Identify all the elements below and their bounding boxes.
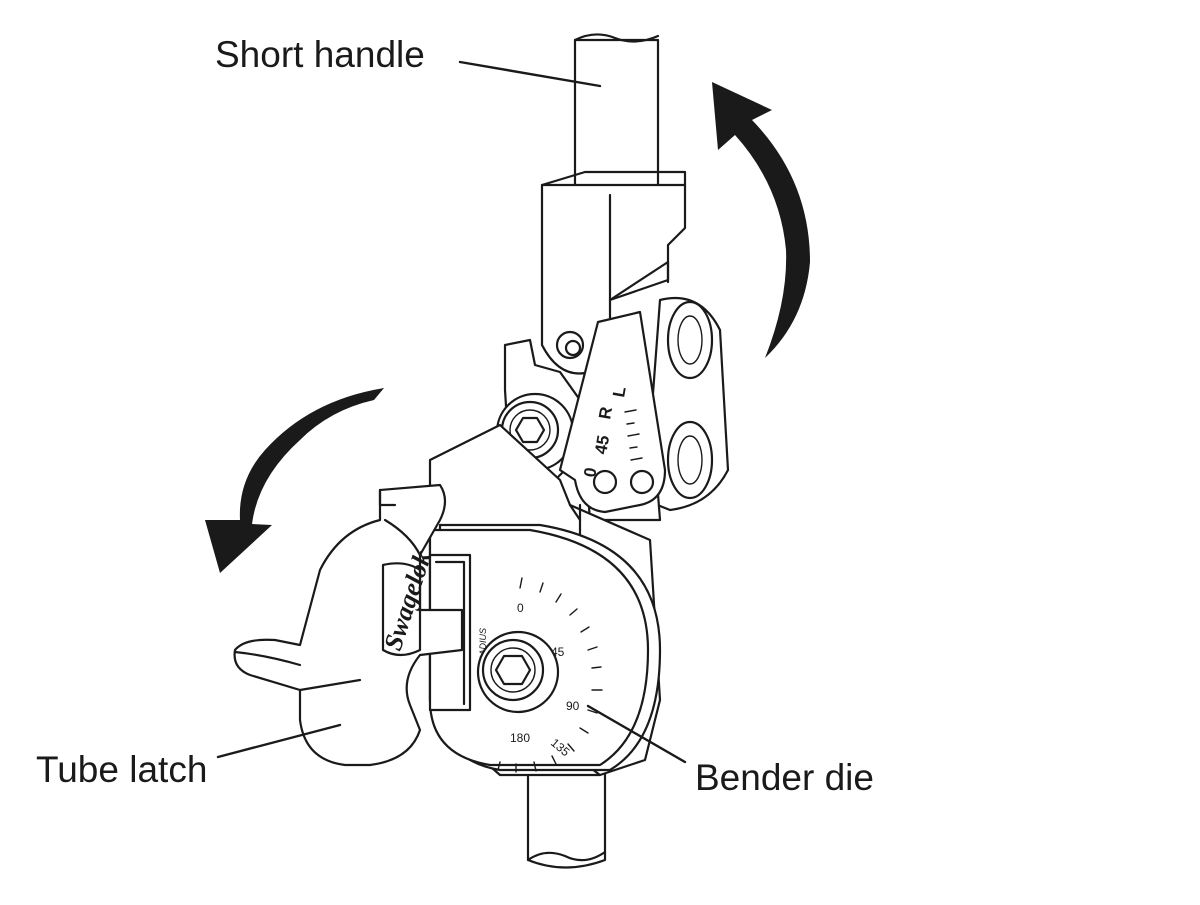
label-short-handle: Short handle (215, 34, 425, 75)
die-dial-90: 90 (566, 699, 580, 713)
scale-mark-0: 0 (580, 466, 600, 479)
die-dial-180: 180 (510, 731, 530, 745)
rotation-arrow-left (205, 388, 384, 573)
scale-mark-45: 45 (591, 434, 613, 456)
scale-plate: 0 45 R L (558, 310, 667, 514)
handle-clevis-block (540, 170, 687, 375)
scale-tick-marks (624, 409, 643, 461)
short-handle-leader (458, 60, 602, 88)
label-tube-latch: Tube latch (36, 749, 207, 790)
label-bender-die: Bender die (695, 757, 874, 798)
die-dial-0: 0 (517, 601, 524, 615)
tube-latch: Swagelok (233, 483, 464, 767)
rotation-arrow-right (712, 82, 810, 358)
tube-latch-leader (216, 723, 342, 759)
bender-die-leader (586, 704, 687, 764)
die-socket-screw (476, 630, 560, 714)
die-degree-ticks (497, 577, 603, 773)
scale-mark-r: R (595, 405, 616, 420)
scale-mark-l: L (609, 385, 630, 399)
